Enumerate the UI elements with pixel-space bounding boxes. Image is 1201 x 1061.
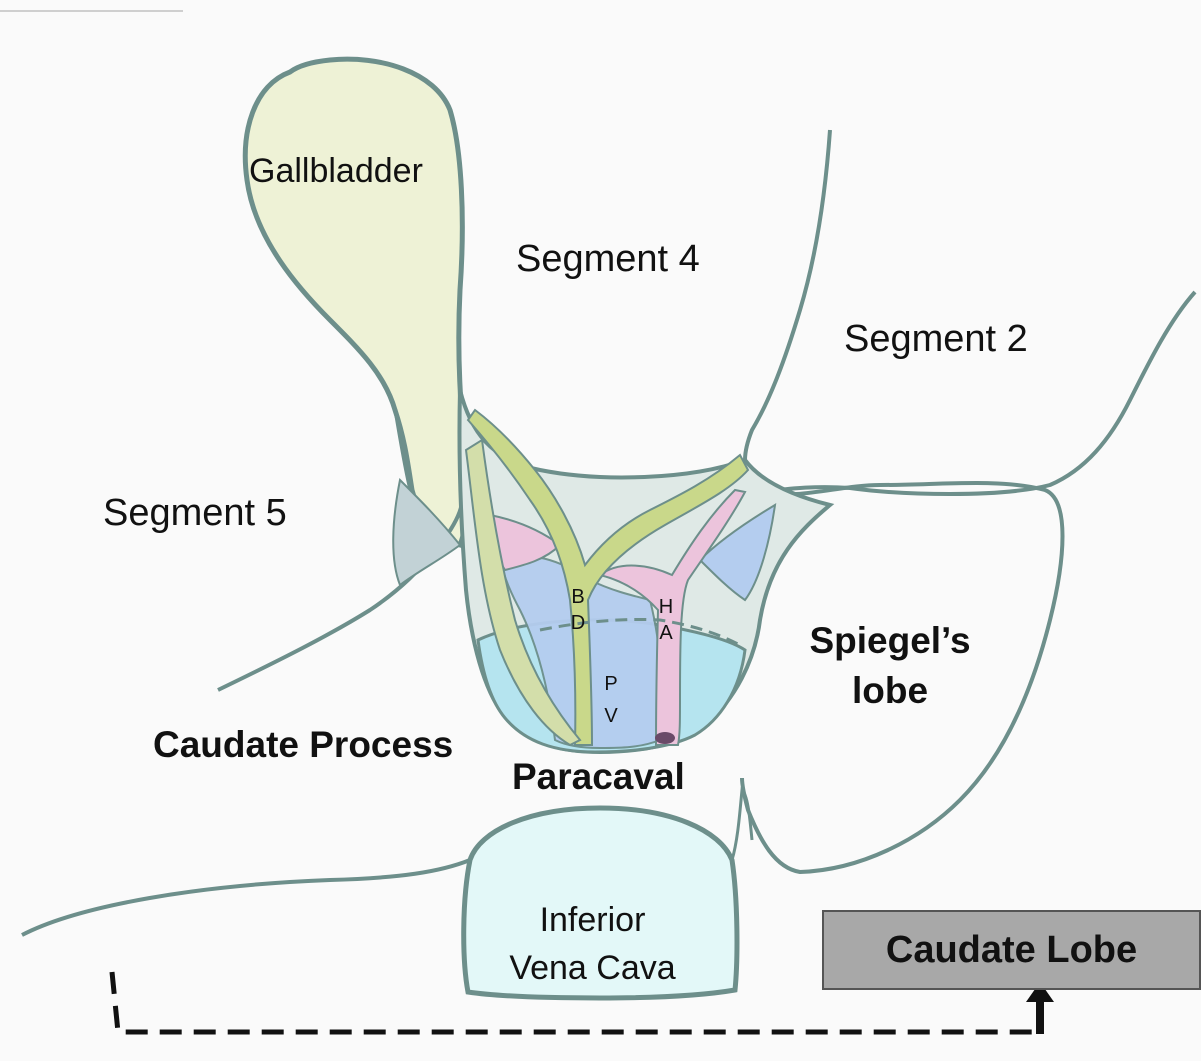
- label-paracaval: Paracaval: [512, 756, 685, 798]
- liver-lower-edge: [22, 860, 470, 935]
- label-portal-vein: P V: [601, 668, 621, 732]
- segment4-right-boundary: [745, 130, 830, 460]
- label-pv-v: V: [601, 700, 621, 732]
- label-spiegels-line1: Spiegel’s: [800, 616, 980, 666]
- gallbladder-shape: [245, 59, 467, 545]
- label-gallbladder: Gallbladder: [249, 152, 423, 191]
- label-bd-d: D: [568, 610, 588, 636]
- label-spiegels-line2: lobe: [800, 666, 980, 716]
- label-segment-4: Segment 4: [516, 238, 700, 281]
- label-ivc-line1: Inferior: [490, 896, 695, 944]
- label-bile-duct: B D: [568, 584, 588, 636]
- label-ha-a: A: [656, 620, 676, 646]
- label-segment-2: Segment 2: [844, 318, 1028, 361]
- label-ha-h: H: [656, 594, 676, 620]
- ivc-right-notch: [732, 790, 752, 860]
- label-pv-p: P: [601, 668, 621, 700]
- artery-end: [655, 732, 675, 744]
- label-spiegels-lobe: Spiegel’s lobe: [800, 616, 980, 716]
- label-ivc-line2: Vena Cava: [490, 944, 695, 992]
- label-bd-b: B: [568, 584, 588, 610]
- caudate-lobe-label: Caudate Lobe: [824, 929, 1199, 972]
- label-caudate-process: Caudate Process: [153, 724, 453, 766]
- caudate-lobe-box: Caudate Lobe: [822, 910, 1201, 990]
- label-hepatic-artery: H A: [656, 594, 676, 646]
- label-inferior-vena-cava: Inferior Vena Cava: [490, 896, 695, 992]
- label-segment-5: Segment 5: [103, 492, 287, 535]
